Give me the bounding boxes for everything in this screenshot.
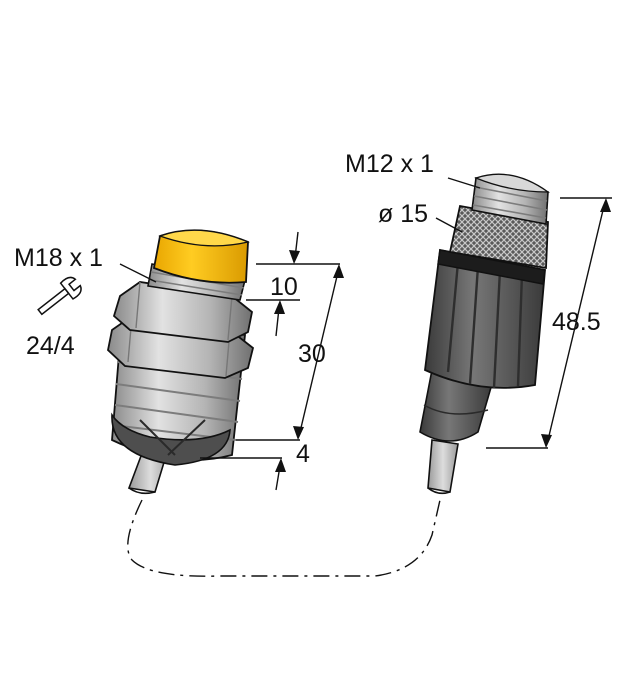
- label-thread-connector: M12 x 1: [345, 150, 434, 178]
- label-dim-face: 10: [270, 273, 298, 301]
- sensor-end-cap: [111, 412, 231, 466]
- label-connector-length: 48.5: [552, 308, 601, 336]
- connector-thread: [471, 173, 551, 225]
- leader-thread-sensor: [119, 263, 157, 283]
- leader-connector-diameter: [435, 217, 463, 233]
- wrench-icon: [37, 276, 82, 316]
- leader-thread-connector: [447, 177, 481, 189]
- sensor-yellow-face: [152, 229, 250, 284]
- label-dim-end: 4: [296, 440, 310, 468]
- sensor-dimensions: [200, 231, 344, 491]
- connector-grip-body: [424, 248, 546, 389]
- connector-dimensions: [486, 197, 612, 449]
- label-connector-diameter: ø 15: [378, 200, 428, 228]
- cable-link-dashed: [127, 499, 441, 577]
- label-dim-length: 30: [298, 340, 326, 368]
- connector-cable: [427, 439, 459, 495]
- connector-strain-relief: [419, 369, 494, 442]
- sensor: [107, 229, 255, 495]
- connector: [419, 173, 551, 495]
- label-wrench-size: 24/4: [26, 332, 75, 360]
- label-thread-sensor: M18 x 1: [14, 244, 103, 272]
